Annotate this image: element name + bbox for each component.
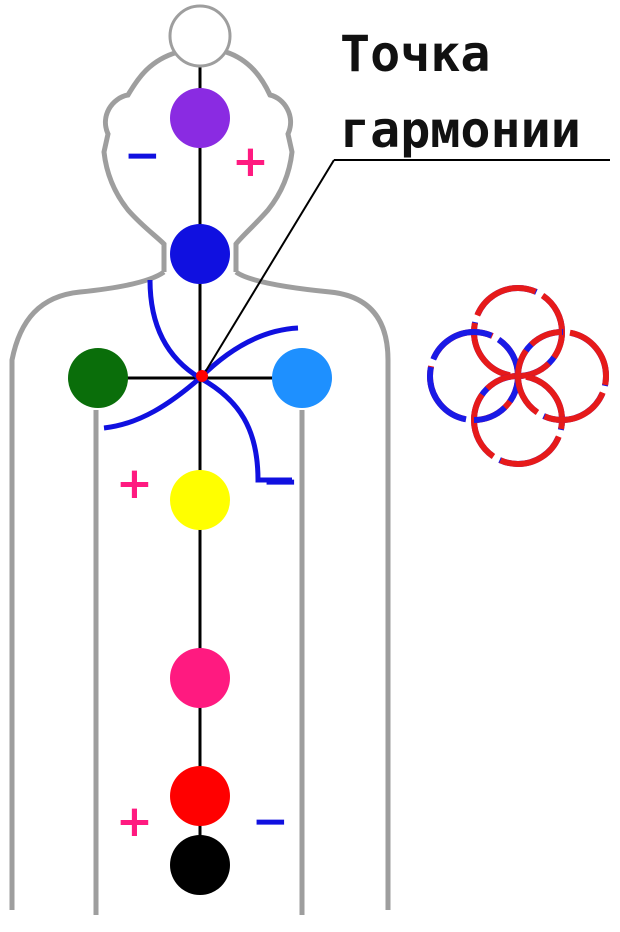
root-minus-sign: −	[252, 796, 289, 847]
title-line-1: Точка	[340, 25, 491, 83]
head-outline	[101, 49, 179, 272]
harmony-point	[196, 370, 208, 382]
root-chakra	[170, 766, 230, 826]
title-line-2: гармонии	[340, 101, 581, 159]
head-plus-sign: +	[232, 136, 269, 187]
knot-ring-right-red	[515, 329, 609, 423]
head-minus-sign: −	[124, 130, 161, 181]
pointer-line	[203, 159, 335, 375]
crown-chakra	[168, 4, 232, 68]
throat-chakra	[170, 224, 230, 284]
head-outline-right	[225, 49, 295, 272]
solar-plus-sign: +	[116, 458, 153, 509]
solar-minus-sign: −	[262, 456, 299, 507]
heart-left-chakra	[68, 348, 128, 408]
four-ring-knot	[427, 285, 609, 467]
third-eye-chakra	[170, 88, 230, 148]
root-plus-sign: +	[116, 796, 153, 847]
body-outline-right	[234, 269, 391, 910]
harmony-spiral	[103, 279, 299, 483]
base-chakra	[170, 835, 230, 895]
sacral-chakra	[170, 648, 230, 708]
body-outline	[9, 269, 166, 910]
heart-right-chakra	[272, 348, 332, 408]
solar-plexus-chakra	[170, 470, 230, 530]
